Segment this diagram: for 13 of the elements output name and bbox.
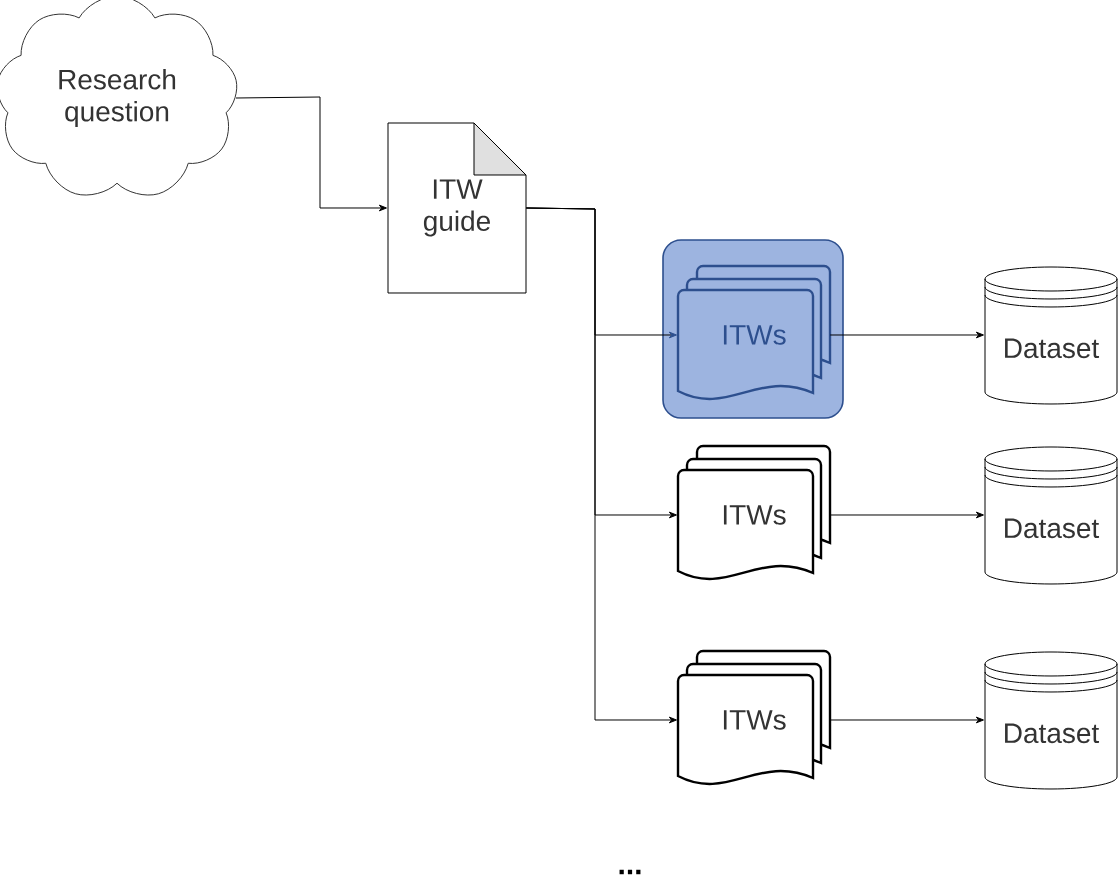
arrow [829,331,984,339]
database-cylinder: Dataset [984,446,1118,585]
node-label: Dataset [1005,518,1100,539]
thought-cloud: Research question [0,0,238,196]
database-cylinder: Dataset [984,266,1118,405]
ellipsis-text: ... [619,869,641,875]
node-label: Dataset [1005,723,1100,744]
node-label: Dataset [1005,338,1100,359]
arrow [829,716,984,724]
arrow [525,207,677,724]
arrow [235,96,387,212]
arrow [829,511,984,519]
database-cylinder: Dataset [984,651,1118,790]
